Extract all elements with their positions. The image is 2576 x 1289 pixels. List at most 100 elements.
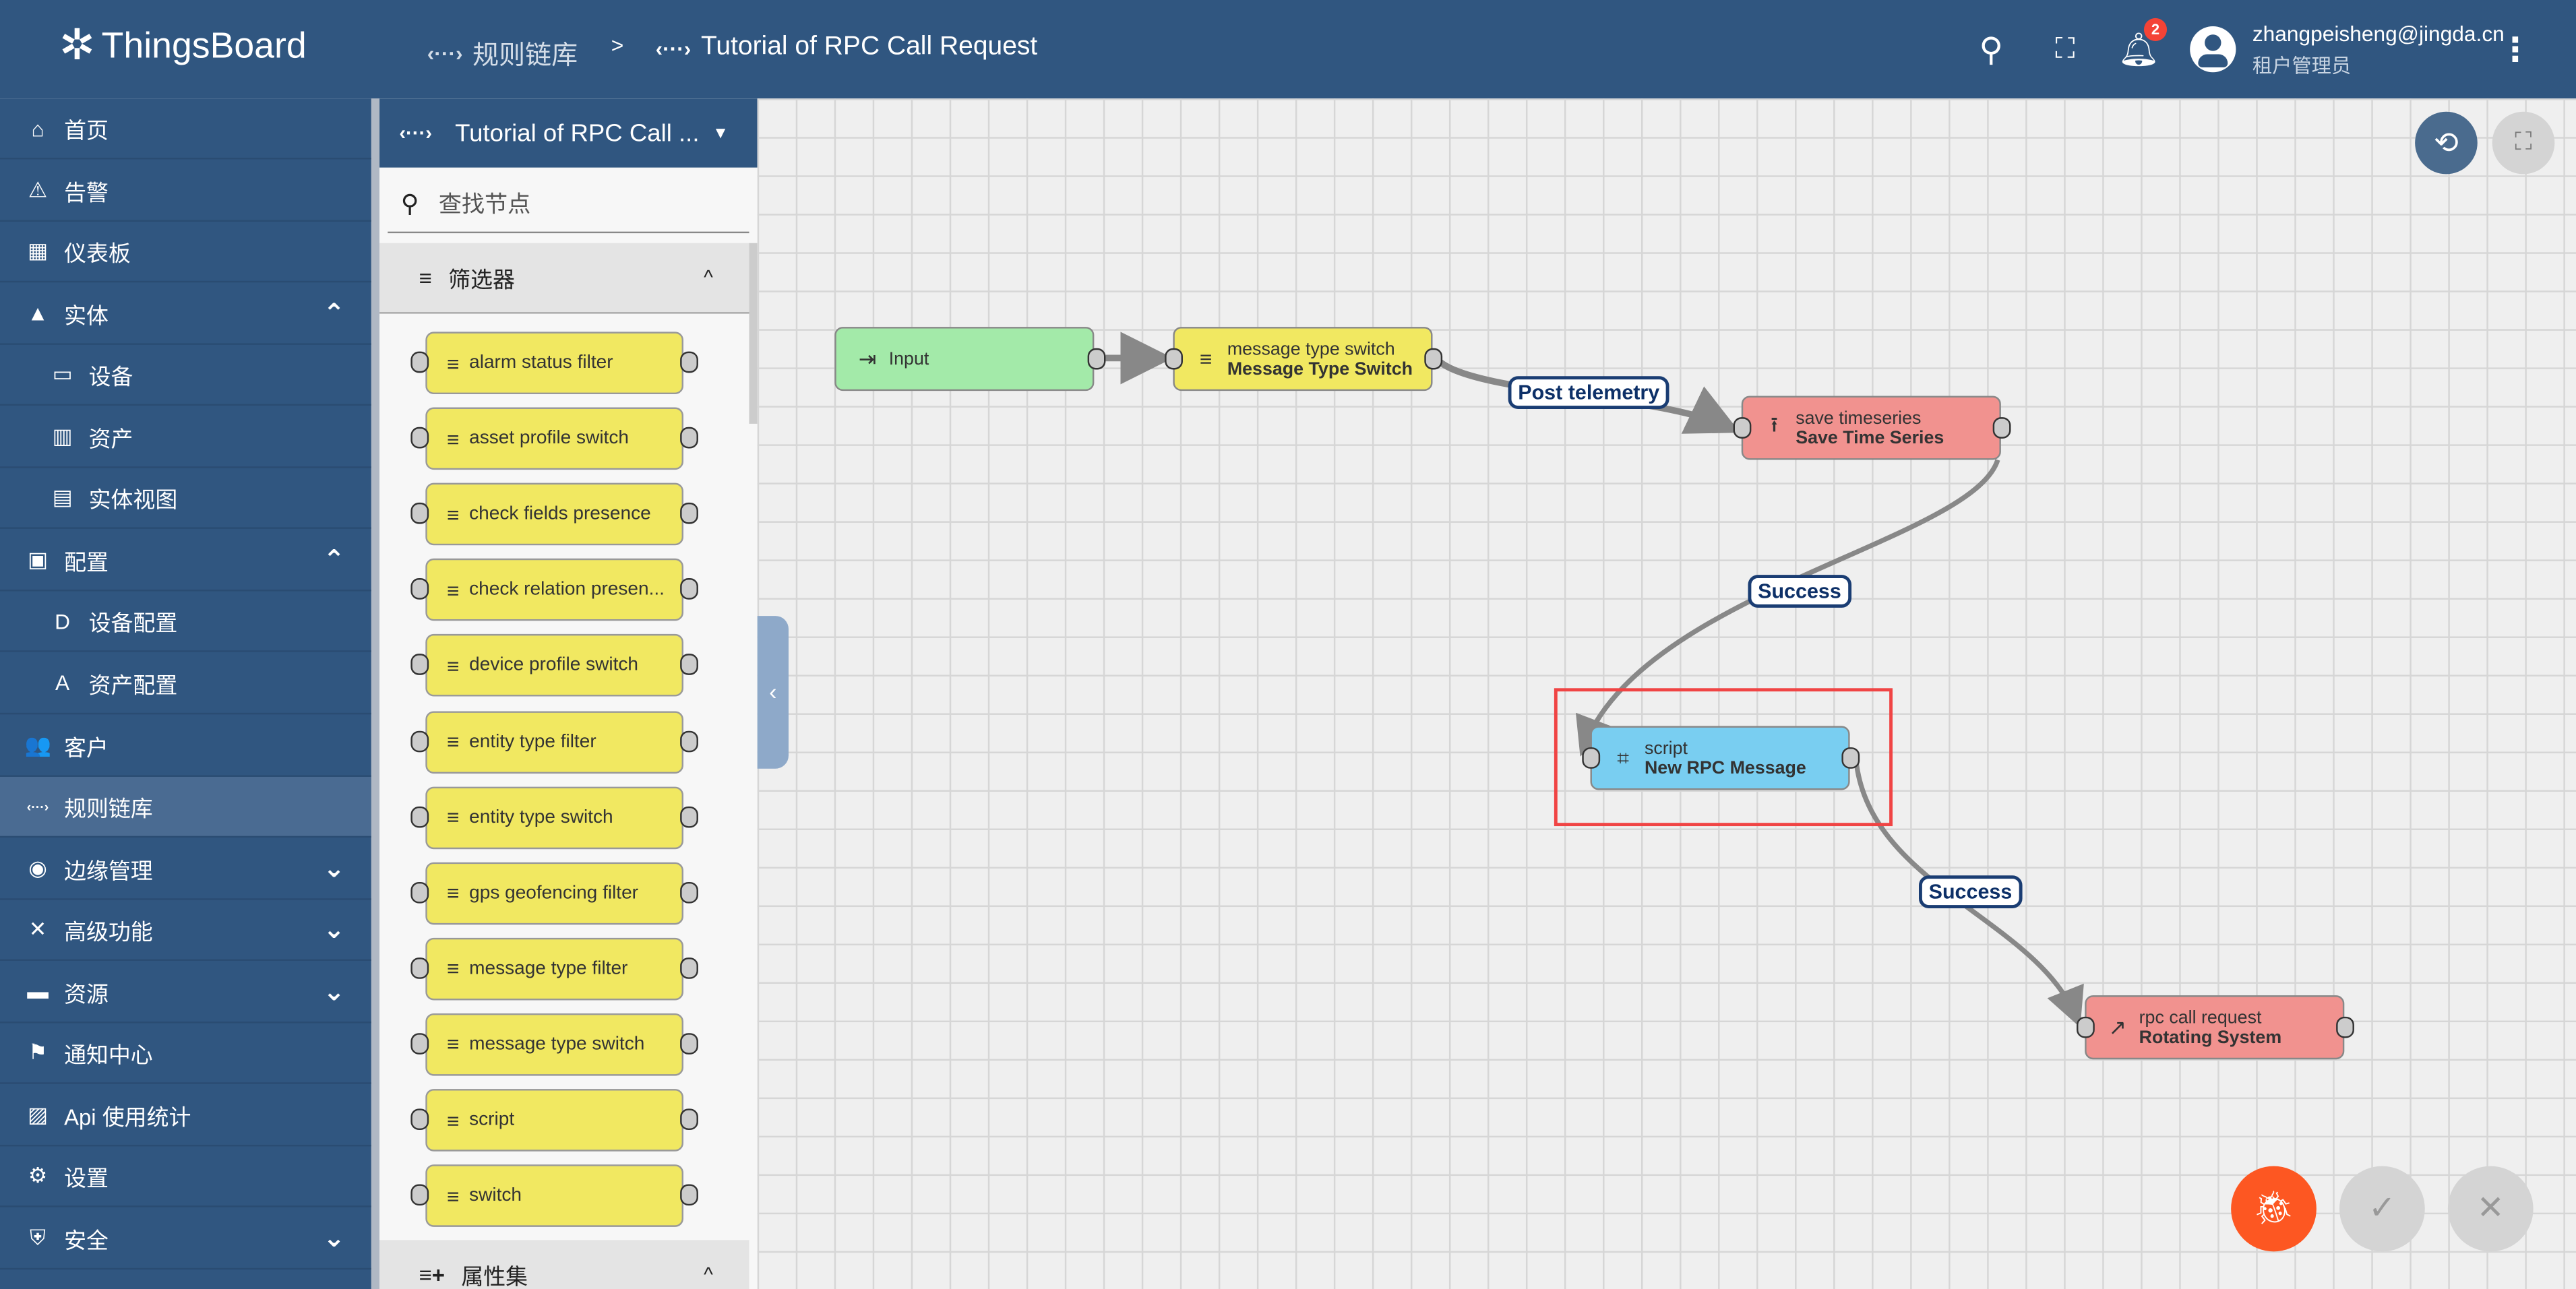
node-port[interactable] [680,881,698,903]
search-nodes-placeholder: 查找节点 [438,189,531,216]
check-icon: ✓ [2368,1191,2396,1227]
node-port[interactable] [680,1108,698,1130]
node-port[interactable] [680,427,698,449]
attributes-section-header[interactable]: ≡+ 属性集 ^ [379,1240,749,1289]
node-port[interactable] [410,881,429,903]
palette-node[interactable]: ≡asset profile switch [425,407,683,470]
sidebar-item[interactable]: 👥客户 [0,716,371,776]
node-port[interactable] [680,730,698,752]
node-port[interactable] [410,351,429,373]
node-port[interactable] [410,1032,429,1055]
sidebar-item[interactable]: ⚠告警 [0,160,371,221]
sidebar-item[interactable]: ✕高级功能⌄ [0,900,371,962]
sidebar-item[interactable]: ▨Api 使用统计 [0,1086,371,1146]
node-port[interactable] [1087,348,1106,370]
node-port[interactable] [410,1108,429,1130]
palette-node[interactable]: ≡message type switch [425,1013,683,1076]
palette-node[interactable]: ≡alarm status filter [425,332,683,394]
palette-node-label: message type filter [469,959,628,979]
cancel-button[interactable]: ✕ [2447,1166,2534,1252]
logo[interactable]: ✲ThingsBoard [59,20,307,71]
search-icon[interactable]: ⚲ [1979,32,2004,69]
edge-label[interactable]: Success [1919,875,2022,908]
node-port[interactable] [410,1184,429,1206]
customers-icon: 👥 [24,731,52,757]
sidebar-item[interactable]: ▬资源⌄ [0,962,371,1023]
sidebar-item[interactable]: ▦仪表板 [0,222,371,283]
node-port[interactable] [680,1184,698,1206]
filter-section-header[interactable]: ≡ 筛选器 ^ [379,243,749,314]
sidebar-item[interactable]: ⛨安全⌄ [0,1209,371,1269]
sidebar-item[interactable]: ▤实体视图 [0,468,371,530]
node-port[interactable] [680,957,698,979]
sidebar-item[interactable]: ⚑通知中心 [0,1024,371,1085]
palette-node[interactable]: ≡gps geofencing filter [425,861,683,924]
node-port[interactable] [2336,1016,2354,1038]
sidebar-item[interactable]: ‹···›规则链库 [0,777,371,838]
edge-label[interactable]: Success [1748,575,1851,608]
palette-node[interactable]: ≡device profile switch [425,634,683,697]
node-port[interactable] [680,351,698,373]
edge-label[interactable]: Post telemetry [1508,376,1669,409]
sidebar-item[interactable]: ⌂首页 [0,98,371,160]
node-port[interactable] [1582,747,1601,769]
node-port[interactable] [680,805,698,827]
node-port[interactable] [410,957,429,979]
node-port[interactable] [2077,1016,2095,1038]
entity-view-icon: ▤ [52,484,73,510]
node-port[interactable] [410,578,429,600]
palette-node[interactable]: ≡check fields presence [425,483,683,546]
palette-node[interactable]: ≡entity type filter [425,710,683,773]
sidebar-item[interactable]: ▣配置⌃ [0,530,371,592]
fullscreen-button[interactable]: ⛶ [2492,111,2555,175]
node-port[interactable] [1424,348,1443,370]
node-port[interactable] [680,578,698,600]
node-port[interactable] [680,503,698,525]
node-port[interactable] [1841,747,1860,769]
sidebar-item[interactable]: ▭设备 [0,345,371,406]
transform-icon: ⌗ [1617,745,1630,769]
node-port[interactable] [680,654,698,676]
user-email[interactable]: zhangpeisheng@jingda.cn [2252,21,2505,46]
breadcrumb-parent[interactable]: ‹···›规则链库 [427,33,578,73]
node-port[interactable] [680,1032,698,1055]
palette-scrollbar[interactable] [749,243,758,424]
node-port[interactable] [1165,348,1183,370]
fullscreen-icon[interactable]: ⛶ [2055,32,2075,65]
more-vert-icon[interactable]: ⋮ [2498,32,2532,69]
rule-chain-select[interactable]: ‹···› Tutorial of RPC Call ... ▼ [379,98,758,168]
node-port[interactable] [410,427,429,449]
version-history-button[interactable]: ⟲ [2415,111,2478,175]
sidebar-item[interactable]: ◉边缘管理⌄ [0,839,371,900]
folder-icon: ▬ [27,979,49,1004]
sidebar-scrollbar[interactable] [371,98,380,1289]
apply-button[interactable]: ✓ [2339,1166,2425,1252]
node-port[interactable] [410,654,429,676]
node-port[interactable] [410,730,429,752]
node-port[interactable] [1733,417,1752,439]
palette-node[interactable]: ≡check relation presen... [425,559,683,622]
node-port[interactable] [410,503,429,525]
sidebar-item[interactable]: ⚙设置 [0,1147,371,1208]
rule-node[interactable]: ⇥Input [834,327,1095,391]
search-nodes-field[interactable]: ⚲ 查找节点 [388,174,749,234]
debug-button[interactable]: 🐞︎ [2231,1166,2317,1252]
sidebar-item[interactable]: ▲实体⌃ [0,284,371,344]
palette-node[interactable]: ≡message type filter [425,937,683,1000]
avatar[interactable] [2190,26,2236,73]
collapse-palette-handle[interactable]: ‹ [757,616,789,769]
node-port[interactable] [410,805,429,827]
palette-node[interactable]: ≡entity type switch [425,786,683,849]
palette-node[interactable]: ≡script [425,1089,683,1152]
palette-node[interactable]: ≡switch [425,1164,683,1228]
node-port[interactable] [1992,417,2011,439]
sidebar-item[interactable]: ▥资产 [0,407,371,468]
